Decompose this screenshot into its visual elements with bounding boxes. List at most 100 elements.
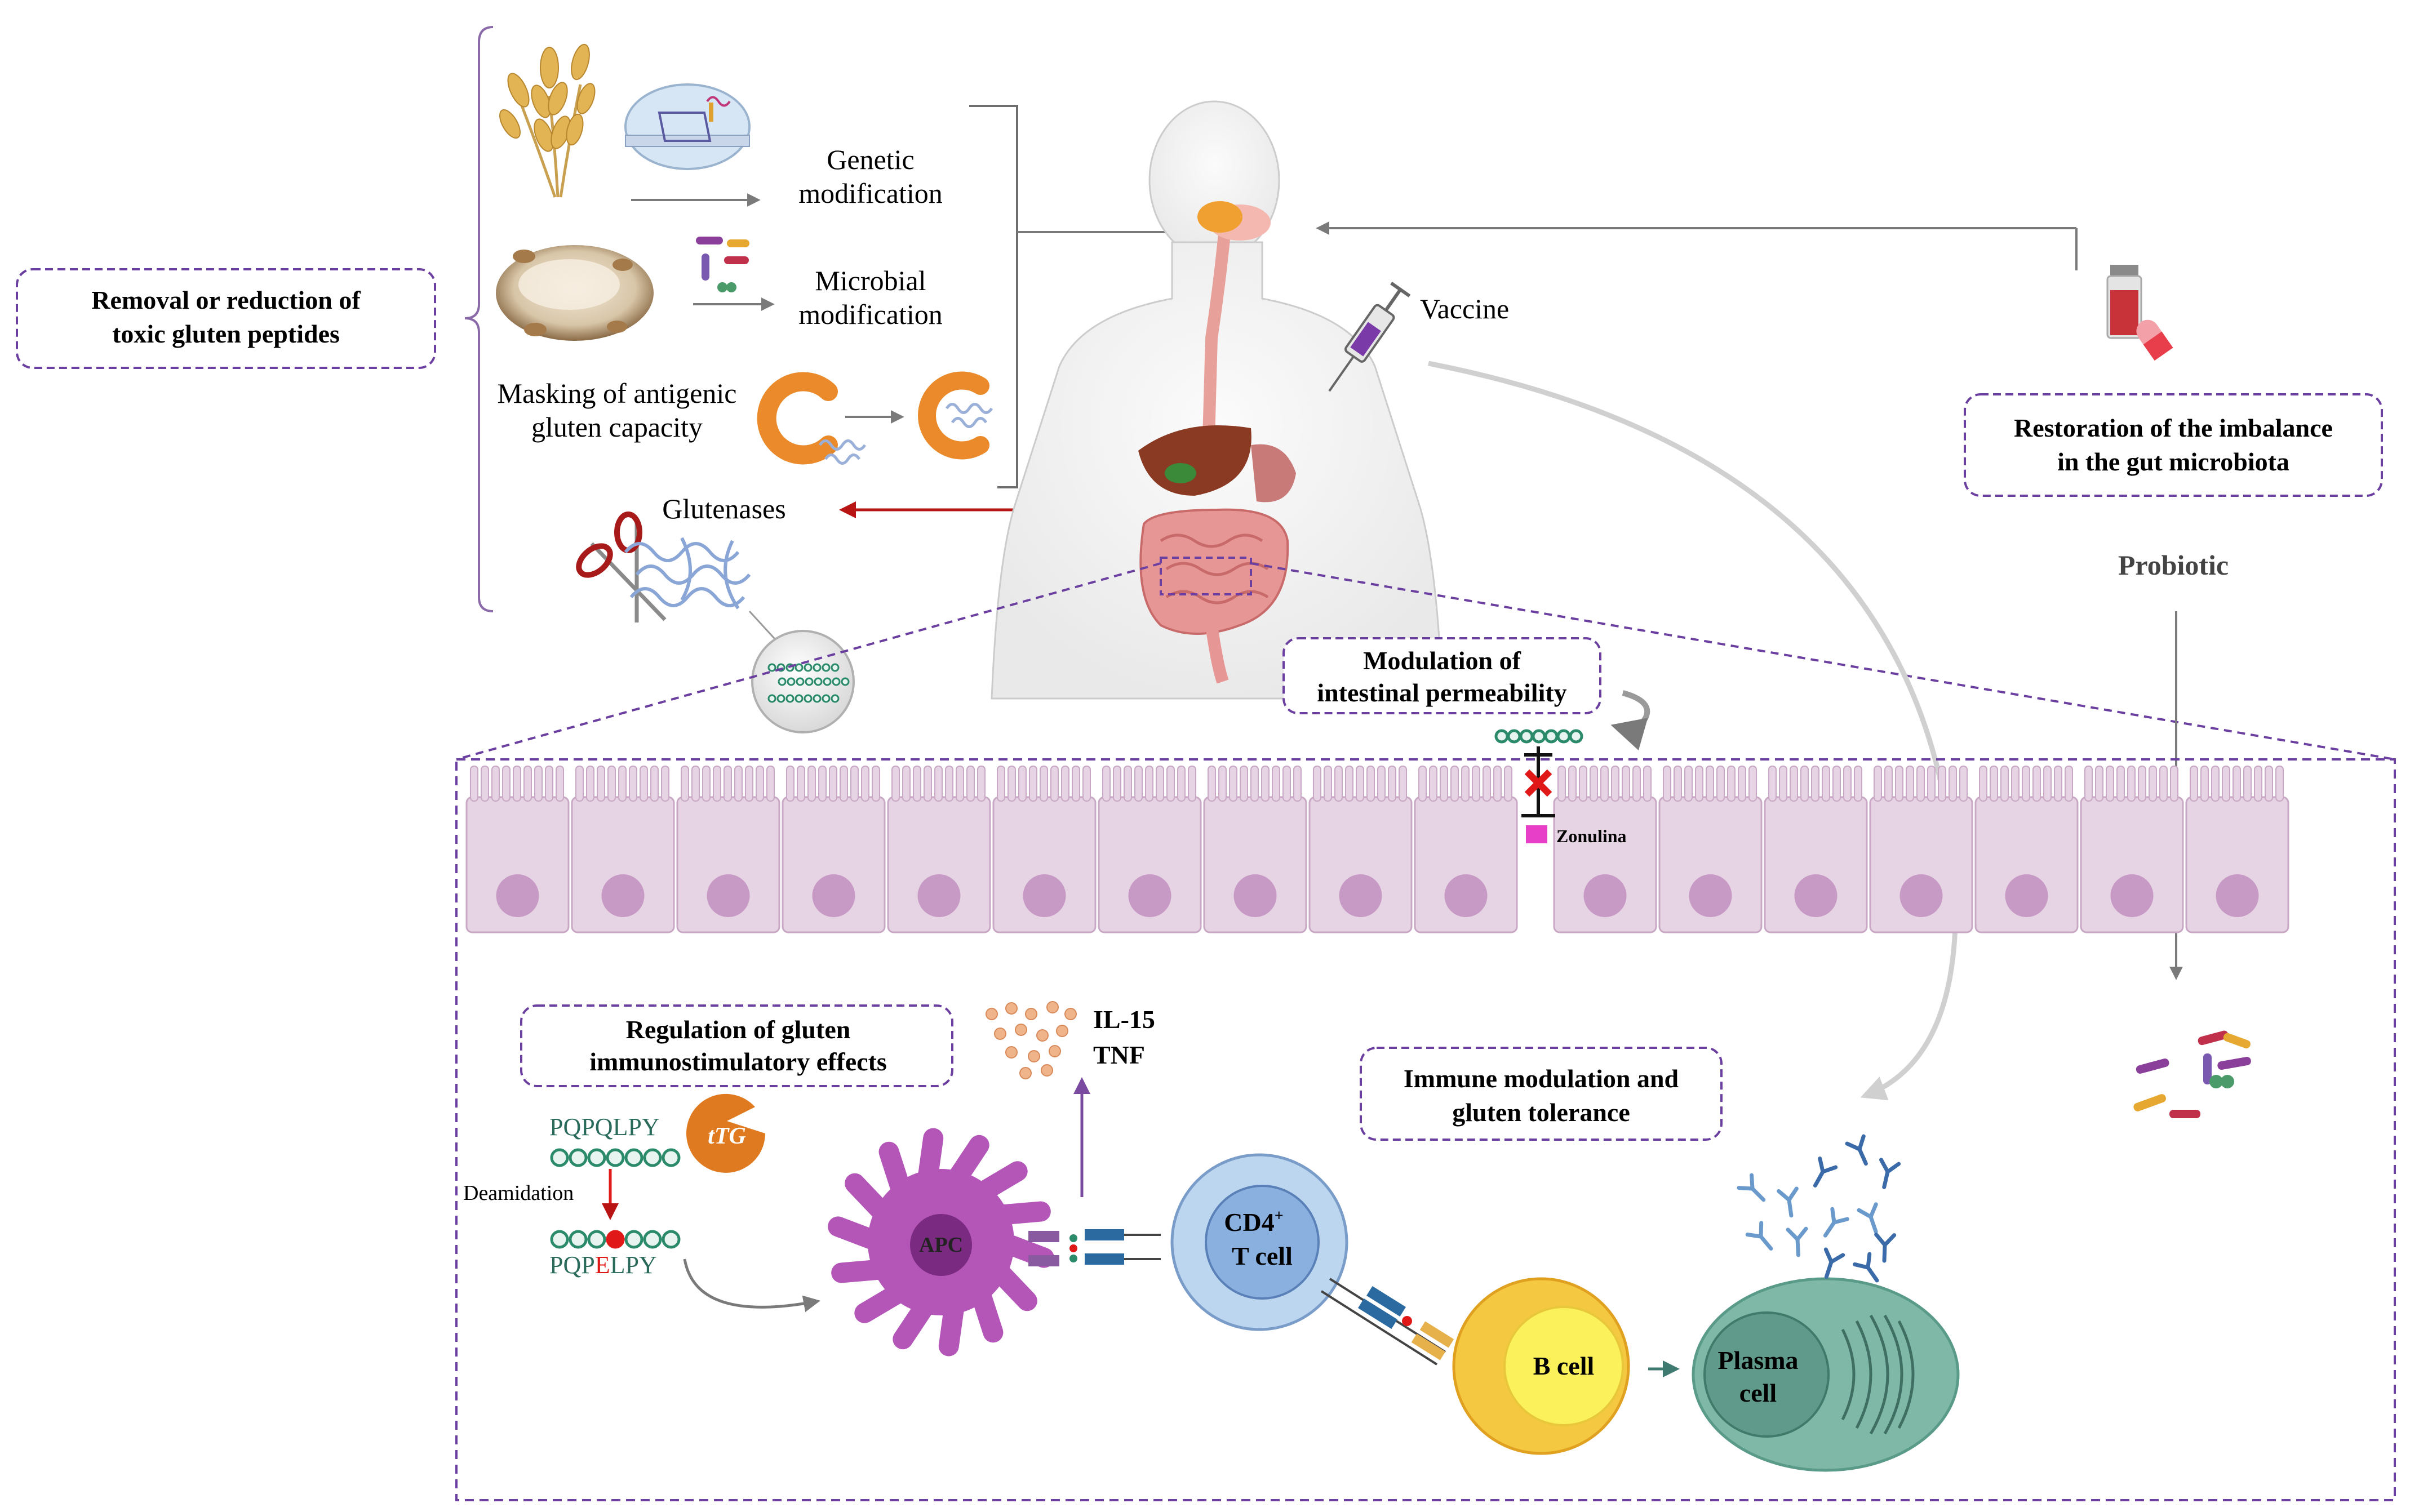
microvillus: [1790, 766, 1798, 802]
microvillus: [1684, 766, 1693, 802]
microvillus: [1600, 766, 1609, 802]
gluten-protein-tangle-icon: [624, 537, 751, 610]
microvillus: [1061, 766, 1069, 802]
microvillus: [1050, 766, 1059, 802]
antibody-icon: [1737, 1173, 1766, 1202]
microvillus: [1240, 766, 1248, 802]
epithelial-cell: [1553, 766, 1657, 933]
microvillus: [1293, 766, 1302, 802]
microvillus: [1990, 766, 1998, 802]
deamidated-peptide-beads: [550, 1230, 681, 1249]
antibody-stem: [1750, 1186, 1766, 1202]
antibody-stem: [1795, 1237, 1800, 1257]
cytokine-particle: [1036, 1029, 1049, 1042]
microvillus: [2084, 766, 2093, 802]
microvillus: [1822, 766, 1830, 802]
microvillus: [1768, 766, 1777, 802]
cell-nucleus: [1233, 874, 1277, 917]
microvillus: [1208, 766, 1216, 802]
cytokine-particle: [1056, 1025, 1068, 1037]
microvillus: [513, 766, 521, 802]
masking-label-line2: gluten capacity: [531, 411, 703, 443]
microvillus: [1674, 766, 1682, 802]
antibody-arm: [1750, 1173, 1755, 1191]
microvillus: [1334, 766, 1343, 802]
peptide-bead: [569, 1148, 588, 1167]
microvillus: [2159, 766, 2168, 802]
zonulin-marker: [1526, 825, 1547, 843]
peptide-bead: [831, 663, 840, 672]
left-curly-bracket: [464, 26, 494, 612]
microvillus: [1579, 766, 1587, 802]
apc-cell: [828, 1128, 1054, 1357]
probiotic-vial-icon: [2106, 265, 2173, 361]
cell-nucleus: [2110, 874, 2154, 917]
microvillus: [491, 766, 500, 802]
microvillus: [2106, 766, 2114, 802]
epithelial-cell: [782, 766, 886, 933]
microvillus: [2275, 766, 2284, 802]
epithelial-cell: [465, 766, 570, 933]
microvillus: [2265, 766, 2273, 802]
antibody-stem: [1857, 1147, 1868, 1166]
ttg-enzyme-icon: [686, 1093, 765, 1173]
microvillus: [807, 766, 816, 802]
il15-label: IL-15: [1093, 1005, 1155, 1034]
microvillus: [1854, 766, 1862, 802]
gut-microbes-icon: [2133, 1030, 2251, 1118]
microvillus: [1927, 766, 1936, 802]
microvillus: [1938, 766, 1946, 802]
microvillus: [1313, 766, 1321, 802]
peptide-bead: [1532, 729, 1546, 744]
peptide-to-apc-arrow: [683, 1258, 820, 1313]
microvillus: [2233, 766, 2241, 802]
microvillus: [1716, 766, 1725, 802]
microvillus: [1282, 766, 1291, 802]
microvillus: [1906, 766, 1914, 802]
cytokine-particle: [1041, 1064, 1053, 1077]
gluten-peptide-at-junction: [1494, 729, 1583, 744]
microvillus: [1949, 766, 1957, 802]
cd4-label: CD4+: [1224, 1207, 1283, 1237]
microvillus: [1622, 766, 1630, 802]
antibody-arm: [1777, 1189, 1791, 1202]
microvillus: [1113, 766, 1121, 802]
peptide-bead: [831, 694, 840, 703]
peptide-bead: [550, 1230, 569, 1249]
epithelial-cell: [1308, 766, 1413, 933]
microvillus: [1229, 766, 1237, 802]
peptide-bead: [1556, 729, 1571, 744]
antibody-arm: [1857, 1208, 1873, 1219]
peptide-bead: [767, 663, 776, 672]
epithelial-cell: [2080, 766, 2184, 933]
scissors-icon: [576, 512, 667, 622]
cytokine-particles: [986, 1001, 1077, 1079]
permeability-box: [1282, 637, 1601, 714]
microvillus: [902, 766, 911, 802]
microvillus: [1218, 766, 1227, 802]
microvillus: [1356, 766, 1364, 802]
plasma-label-line2: cell: [1739, 1378, 1777, 1407]
microvillus: [1643, 766, 1652, 802]
glutenases-label: Glutenases: [662, 493, 785, 524]
microvillus: [1493, 766, 1502, 802]
microvillus: [481, 766, 489, 802]
antibody-stem: [1882, 1169, 1890, 1189]
cell-nucleus: [601, 874, 645, 917]
peptide-bead: [606, 1230, 625, 1249]
cell-nucleus: [917, 874, 961, 917]
peptide-bead: [1494, 729, 1509, 744]
peptide-bead: [814, 677, 823, 686]
microvillus: [2011, 766, 2020, 802]
microvillus: [1429, 766, 1437, 802]
microvillus: [661, 766, 669, 802]
cytokine-particle: [1064, 1008, 1077, 1020]
microvillus: [2243, 766, 2252, 802]
vaccine-arrow: [1428, 361, 1959, 1101]
microvillus: [1738, 766, 1746, 802]
cell-nucleus: [2005, 874, 2048, 917]
microvillus: [956, 766, 964, 802]
peptide-bead: [662, 1148, 681, 1167]
peptide-bead: [1519, 729, 1534, 744]
